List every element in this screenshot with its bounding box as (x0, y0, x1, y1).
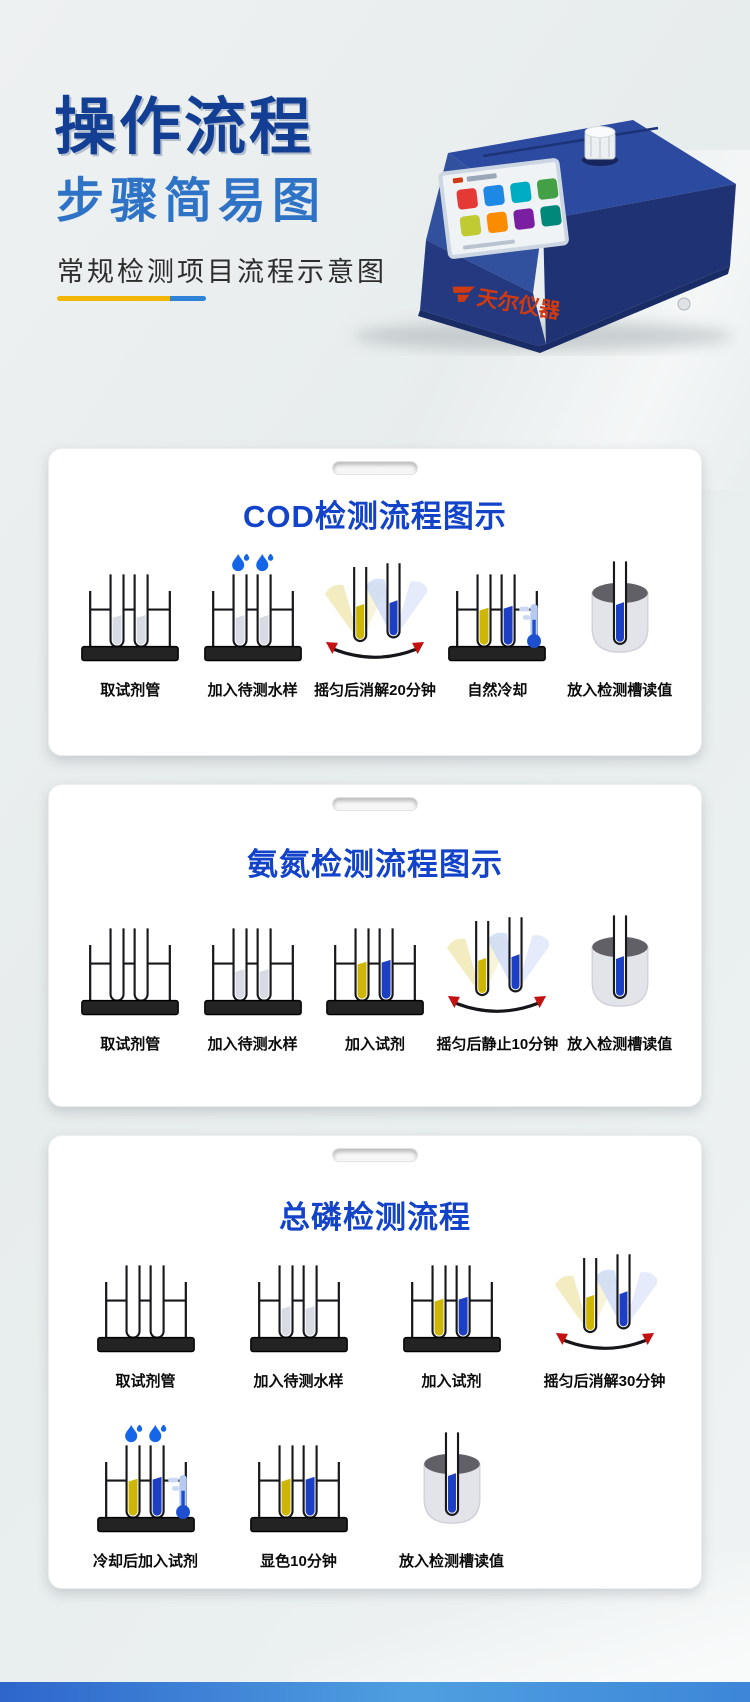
test-tube-rack-icon (201, 908, 305, 1021)
flow-step: 放入检测槽读值 (375, 1425, 528, 1571)
flow-step: 取试剂管 (69, 908, 191, 1054)
step-label: 加入待测水样 (253, 1373, 344, 1390)
steps-row: 取试剂管 加入待测水样 加入试剂 摇匀后静止10分钟放入检测槽读值 (49, 908, 701, 1054)
step-label: 取试剂管 (100, 1036, 161, 1053)
step-label: 摇匀后消解20分钟 (314, 682, 436, 699)
step-label: 加入试剂 (421, 1373, 482, 1390)
step-label: 自然冷却 (467, 682, 528, 699)
device-screen (438, 158, 569, 259)
underline-blue-segment (170, 296, 206, 301)
step-label: 取试剂管 (100, 682, 161, 699)
step-label: 摇匀后消解30分钟 (543, 1373, 666, 1390)
flow-step: 取试剂管 (69, 554, 191, 700)
shake-tubes-icon (323, 554, 427, 667)
water-drops-icon (255, 554, 273, 572)
product-image: 天尔仪器 (328, 98, 750, 356)
steps-row: 取试剂管 加入待测水样 加入试剂 摇匀后消解30分钟 (49, 1245, 701, 1391)
analyzer-device-illustration: 天尔仪器 (353, 120, 736, 353)
flow-step: 取试剂管 (69, 1245, 222, 1391)
page-title: 操作流程 (54, 94, 315, 162)
flow-step: 显色10分钟 (222, 1425, 375, 1571)
cards-container: COD检测流程图示取试剂管加入待测水样摇匀后消解20分钟自然冷却放入检测槽读值氨… (48, 448, 702, 1617)
step-label: 加入试剂 (344, 1036, 405, 1053)
underline-yellow-segment (57, 296, 170, 301)
test-tube-rack-icon (78, 908, 182, 1021)
step-label: 放入检测槽读值 (567, 682, 673, 699)
page-subtitle: 步骤简易图 (56, 175, 327, 228)
step-label: 放入检测槽读值 (567, 1036, 673, 1053)
step-label: 放入检测槽读值 (398, 1553, 504, 1570)
shake-arrow (332, 647, 418, 659)
thermometer-icon (519, 604, 542, 649)
test-tube-rack-icon (94, 1245, 198, 1358)
device-port (677, 297, 691, 311)
flow-step: 加入待测水样 (191, 554, 313, 700)
flow-step: 放入检测槽读值 (559, 554, 681, 700)
test-tube-rack-icon (94, 1425, 198, 1538)
flow-step: 加入待测水样 (191, 908, 313, 1054)
step-label: 冷却后加入试剂 (92, 1553, 198, 1570)
flow-step: 自然冷却 (436, 554, 558, 700)
flow-step: 摇匀后消解30分钟 (528, 1245, 681, 1391)
water-drops-icon (231, 554, 249, 572)
step-label: 显色10分钟 (260, 1553, 337, 1570)
step-label: 取试剂管 (115, 1373, 176, 1390)
flow-card: 总磷检测流程取试剂管 加入待测水样 加入试剂 摇匀后消解30分钟冷却后加入试剂 显色10… (48, 1135, 702, 1589)
test-tube-rack-icon (323, 908, 427, 1021)
flow-step: 冷却后加入试剂 (69, 1425, 222, 1571)
test-tube-rack-icon (445, 554, 549, 667)
water-drops-icon (124, 1425, 142, 1443)
device-base-front (420, 240, 546, 346)
steps-row: 冷却后加入试剂 显色10分钟 放入检测槽读值 (49, 1425, 701, 1571)
detection-slot-icon (400, 1425, 504, 1538)
shake-arrow (455, 1001, 540, 1013)
card-handle-slot (332, 1148, 418, 1162)
flow-card: COD检测流程图示取试剂管 加入待测水样摇匀后消解20分钟 自然冷却 放入检测槽读值 (48, 448, 702, 756)
steps-row: 取试剂管 加入待测水样摇匀后消解20分钟 自然冷却 放入检测槽读值 (49, 554, 701, 700)
device-base-edge (418, 266, 730, 353)
detection-slot-icon (568, 908, 672, 1021)
shake-arrow (562, 1338, 647, 1350)
flow-card: 氨氮检测流程图示取试剂管 加入待测水样 加入试剂 摇匀后静止10分钟放入检测槽读值 (48, 784, 702, 1107)
thermometer-icon (167, 1475, 190, 1520)
device-knob (582, 126, 618, 166)
step-label: 加入待测水样 (207, 682, 298, 699)
water-drops-icon (148, 1425, 166, 1443)
test-tube-rack-icon (201, 554, 305, 667)
shake-tubes-icon (445, 908, 550, 1021)
flow-step: 放入检测槽读值 (559, 908, 681, 1054)
test-tube-rack-icon (78, 554, 182, 667)
lid-groove (482, 126, 659, 158)
card-handle-slot (332, 797, 418, 811)
test-tube-rack-icon (247, 1245, 351, 1358)
section-caption: 常规检测项目流程示意图 (57, 257, 387, 287)
flow-step: 摇匀后静止10分钟 (436, 908, 558, 1054)
shake-tubes-icon (553, 1245, 657, 1358)
flow-step: 摇匀后消解20分钟 (314, 554, 436, 700)
detection-slot-icon (568, 554, 672, 667)
caption-underline (57, 296, 206, 301)
flow-step: 加入试剂 (375, 1245, 528, 1391)
test-tube-rack-icon (400, 1245, 504, 1358)
test-tube-rack-icon (247, 1425, 351, 1538)
step-label: 摇匀后静止10分钟 (436, 1036, 559, 1053)
card-handle-slot (332, 461, 418, 475)
screen-app-tiles (456, 178, 562, 237)
flow-step: 加入试剂 (314, 908, 436, 1054)
device-right-side (543, 184, 736, 344)
card-title: 氨氮检测流程图示 (247, 847, 503, 882)
flow-step: 加入待测水样 (222, 1245, 375, 1391)
bottom-bar (0, 1682, 750, 1702)
card-title: COD检测流程图示 (243, 499, 507, 534)
card-title: 总磷检测流程 (279, 1200, 471, 1235)
step-label: 加入待测水样 (207, 1036, 298, 1053)
